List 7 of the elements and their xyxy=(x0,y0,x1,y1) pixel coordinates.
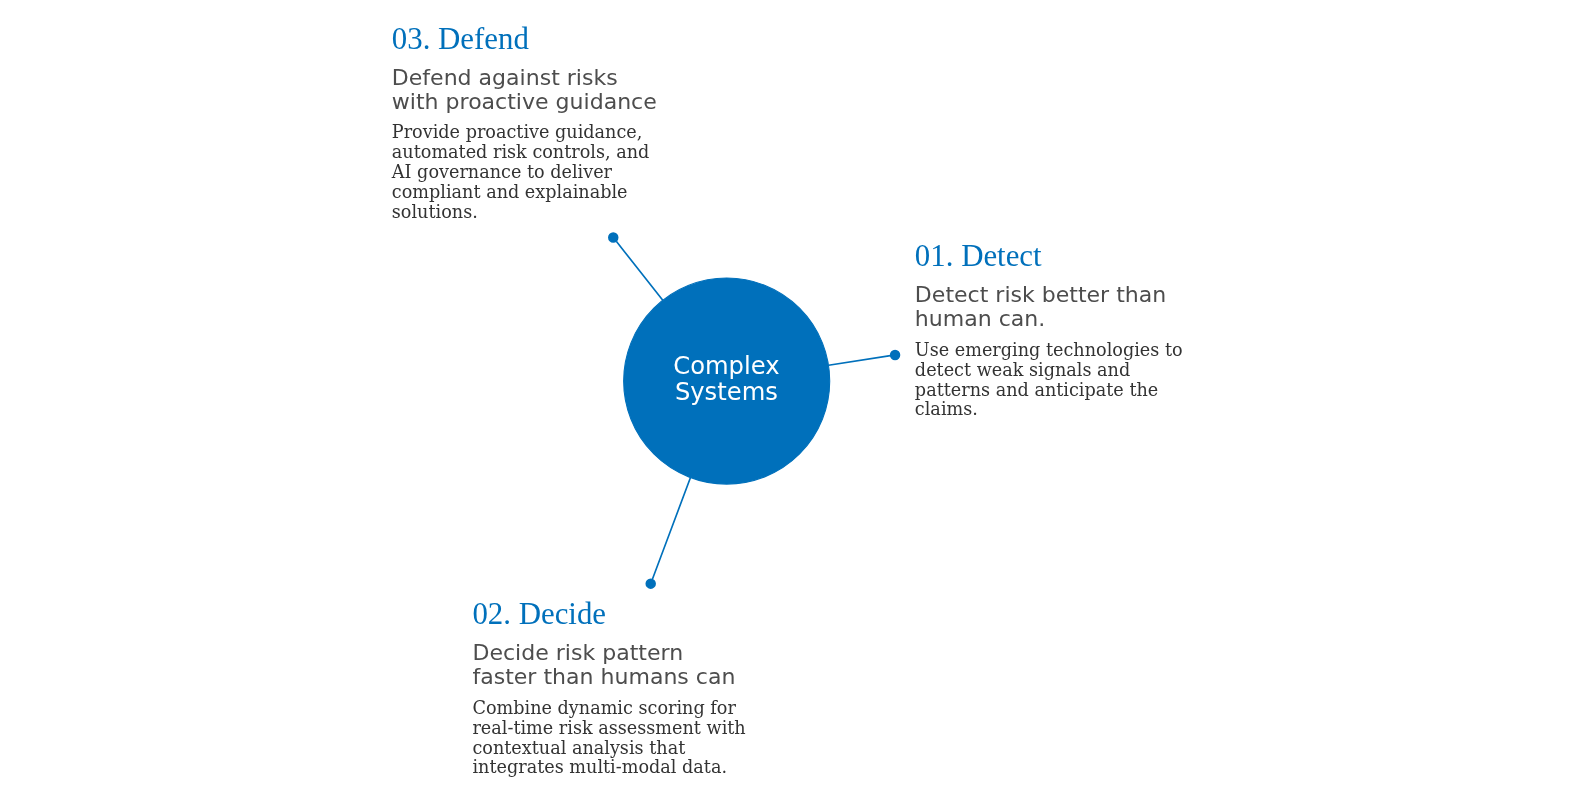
connector xyxy=(608,232,664,301)
connector xyxy=(645,476,692,589)
node-text: 01. Detect Detect risk better than human can. Use emerging technologies to detect weak signals and patterns and anticipate the claims. xyxy=(914,239,1183,420)
connector xyxy=(827,349,901,367)
node-circle: Complex Systems xyxy=(623,277,831,485)
node-text: 03. Defend Defend against risks with proactive guidance Provide proactive guidance, automated risk controls, and AI governance to deliver compliant and explainable solutions. xyxy=(391,21,657,222)
node-text: 02. Decide Decide risk pattern faster than humans can Combine dynamic scoring for real-time risk assessment with contextual analysis that integrates multi-modal data. xyxy=(472,597,746,778)
